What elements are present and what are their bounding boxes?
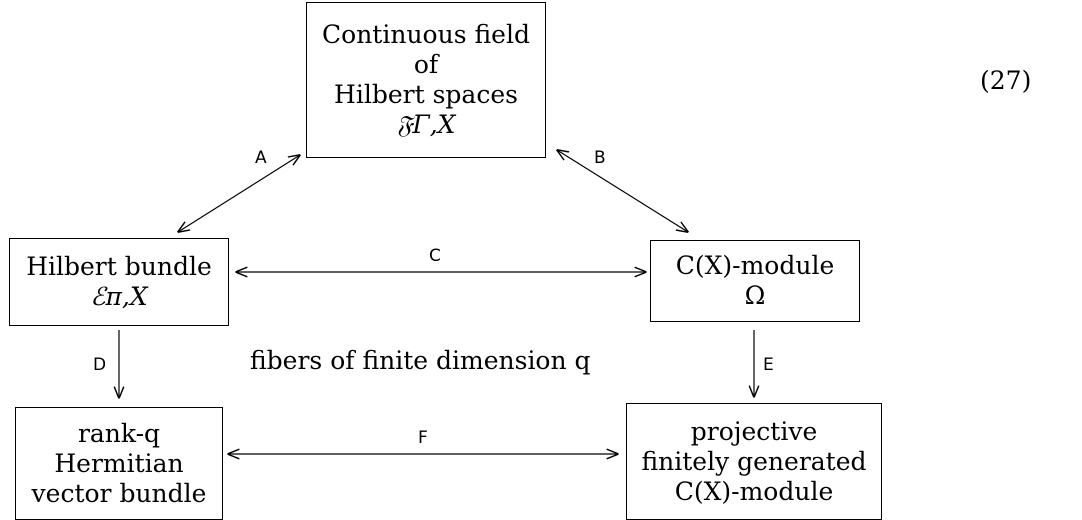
box-top-line-3: Hilbert spaces — [334, 80, 518, 109]
box-top-line-1: Continuous field — [322, 20, 530, 49]
box-continuous-field: Continuous field of Hilbert spaces 𝔉Γ,X — [306, 2, 546, 158]
finite-dimension-note: fibers of finite dimension q — [250, 346, 591, 375]
edge-label-c: C — [429, 246, 441, 266]
box-rank-q-bundle: rank-q Hermitian vector bundle — [15, 407, 223, 520]
box-projective-module: projective finitely generated C(X)-modul… — [626, 403, 882, 520]
edge-label-b: B — [594, 148, 606, 168]
box-hilbert-bundle: Hilbert bundle ℰπ,X — [9, 238, 229, 326]
edge-b-arrow — [557, 150, 688, 232]
edge-label-f: F — [418, 428, 428, 448]
box-bl-line-3: vector bundle — [31, 478, 207, 508]
equation-number: (27) — [980, 66, 1032, 95]
box-bl-line-1: rank-q — [77, 418, 161, 448]
box-left-line-1: Hilbert bundle — [26, 252, 212, 281]
box-right-symbol: Ω — [744, 281, 766, 310]
edge-label-e: E — [763, 355, 774, 375]
box-left-symbol: ℰπ,X — [90, 282, 148, 311]
box-br-line-2: finitely generated — [641, 446, 867, 476]
box-br-line-3: C(X)-module — [674, 476, 834, 506]
box-top-line-2: of — [413, 50, 439, 79]
edge-label-a: A — [255, 148, 267, 168]
box-right-line-1: C(X)-module — [675, 251, 835, 280]
box-top-symbol: 𝔉Γ,X — [396, 110, 456, 139]
box-cx-module: C(X)-module Ω — [650, 240, 860, 322]
box-bl-line-2: Hermitian — [54, 448, 184, 478]
edge-a-arrow — [178, 155, 300, 232]
box-br-line-1: projective — [690, 416, 818, 446]
edge-label-d: D — [93, 355, 107, 375]
